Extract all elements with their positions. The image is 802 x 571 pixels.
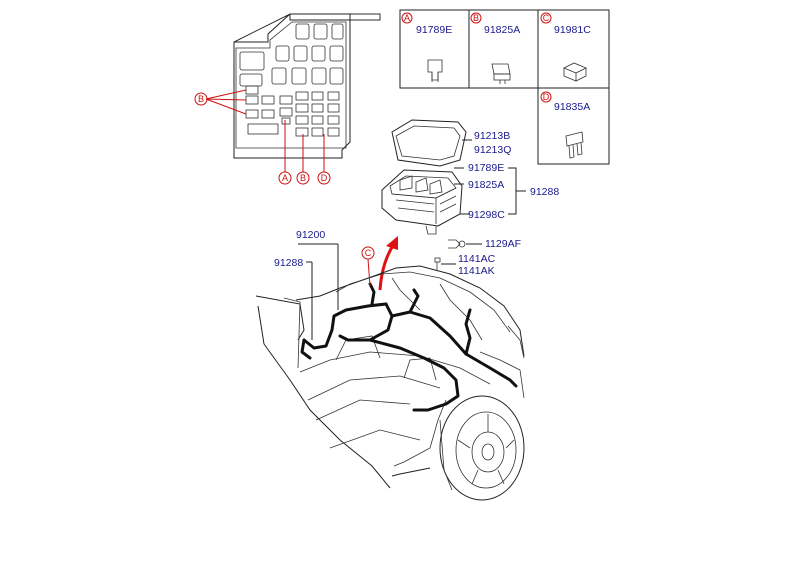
screw-label-1: 1141AC <box>458 253 496 265</box>
legend-c-letter: C <box>543 13 550 23</box>
fuse-callouts-bottom: A B D <box>278 120 331 185</box>
screw: 1141AC 1141AK <box>434 253 496 277</box>
harness-callout: C <box>361 246 375 287</box>
legend-a-part: 91789E <box>416 24 452 36</box>
legend-cell-d: D 91835A <box>540 91 590 159</box>
legend-b-letter: B <box>473 13 479 23</box>
legend-d-letter: D <box>543 92 550 102</box>
fuse-callout-d: D <box>321 173 328 183</box>
legend-c-part: 91981C <box>554 24 591 36</box>
legend-b-part: 91825A <box>484 24 520 36</box>
relay-socket-grid <box>239 23 344 87</box>
mini-fuse-grid <box>245 85 340 137</box>
junction-fuse-label: 91825A <box>468 179 504 191</box>
harness-sub-label: 91288 <box>274 257 303 269</box>
wiring-harness <box>300 282 518 412</box>
harness-callout-letter: C <box>365 248 372 258</box>
legend-cell-a: A 91789E <box>401 12 452 82</box>
fuse-callout-left-b: B <box>194 89 247 115</box>
rear-wheel <box>439 395 525 501</box>
bolt-label: 1129AF <box>485 238 521 250</box>
fuse-callout-a: A <box>282 173 288 183</box>
fuse-box-diagram: B A B D <box>194 13 381 185</box>
cover-part-1: 91213B <box>474 130 510 142</box>
location-arrow <box>378 236 398 291</box>
junction-relay-label: 91789E <box>468 162 504 174</box>
legend-cell-b: B 91825A <box>470 12 520 84</box>
mini-relay-icon <box>491 63 511 84</box>
cube-relay-icon <box>563 62 587 82</box>
legend-table: A 91789E B 91825A C 91981C <box>399 9 610 165</box>
junction-cover: 91213B 91213Q <box>391 119 511 167</box>
legend-d-part: 91835A <box>554 101 590 113</box>
junction-block: 91789E 91825A 91288 91298C <box>381 162 559 235</box>
cover-part-2: 91213Q <box>474 144 511 156</box>
screw-label-2: 1141AK <box>458 265 495 277</box>
junction-block-label: 91298C <box>468 209 505 221</box>
relay-fuse-icon <box>427 59 443 82</box>
legend-a-letter: A <box>404 13 410 23</box>
fuse-callout-b: B <box>300 173 306 183</box>
blade-fuse-icon <box>565 131 584 159</box>
junction-group-label: 91288 <box>530 186 559 198</box>
harness-main-label: 91200 <box>296 229 325 241</box>
fuse-callout-left-letter: B <box>198 94 204 104</box>
legend-cell-c: C 91981C <box>540 12 591 82</box>
harness-labels: 91200 91288 <box>274 229 339 340</box>
vehicle-body <box>255 265 525 501</box>
bolt: 1129AF <box>448 238 521 250</box>
